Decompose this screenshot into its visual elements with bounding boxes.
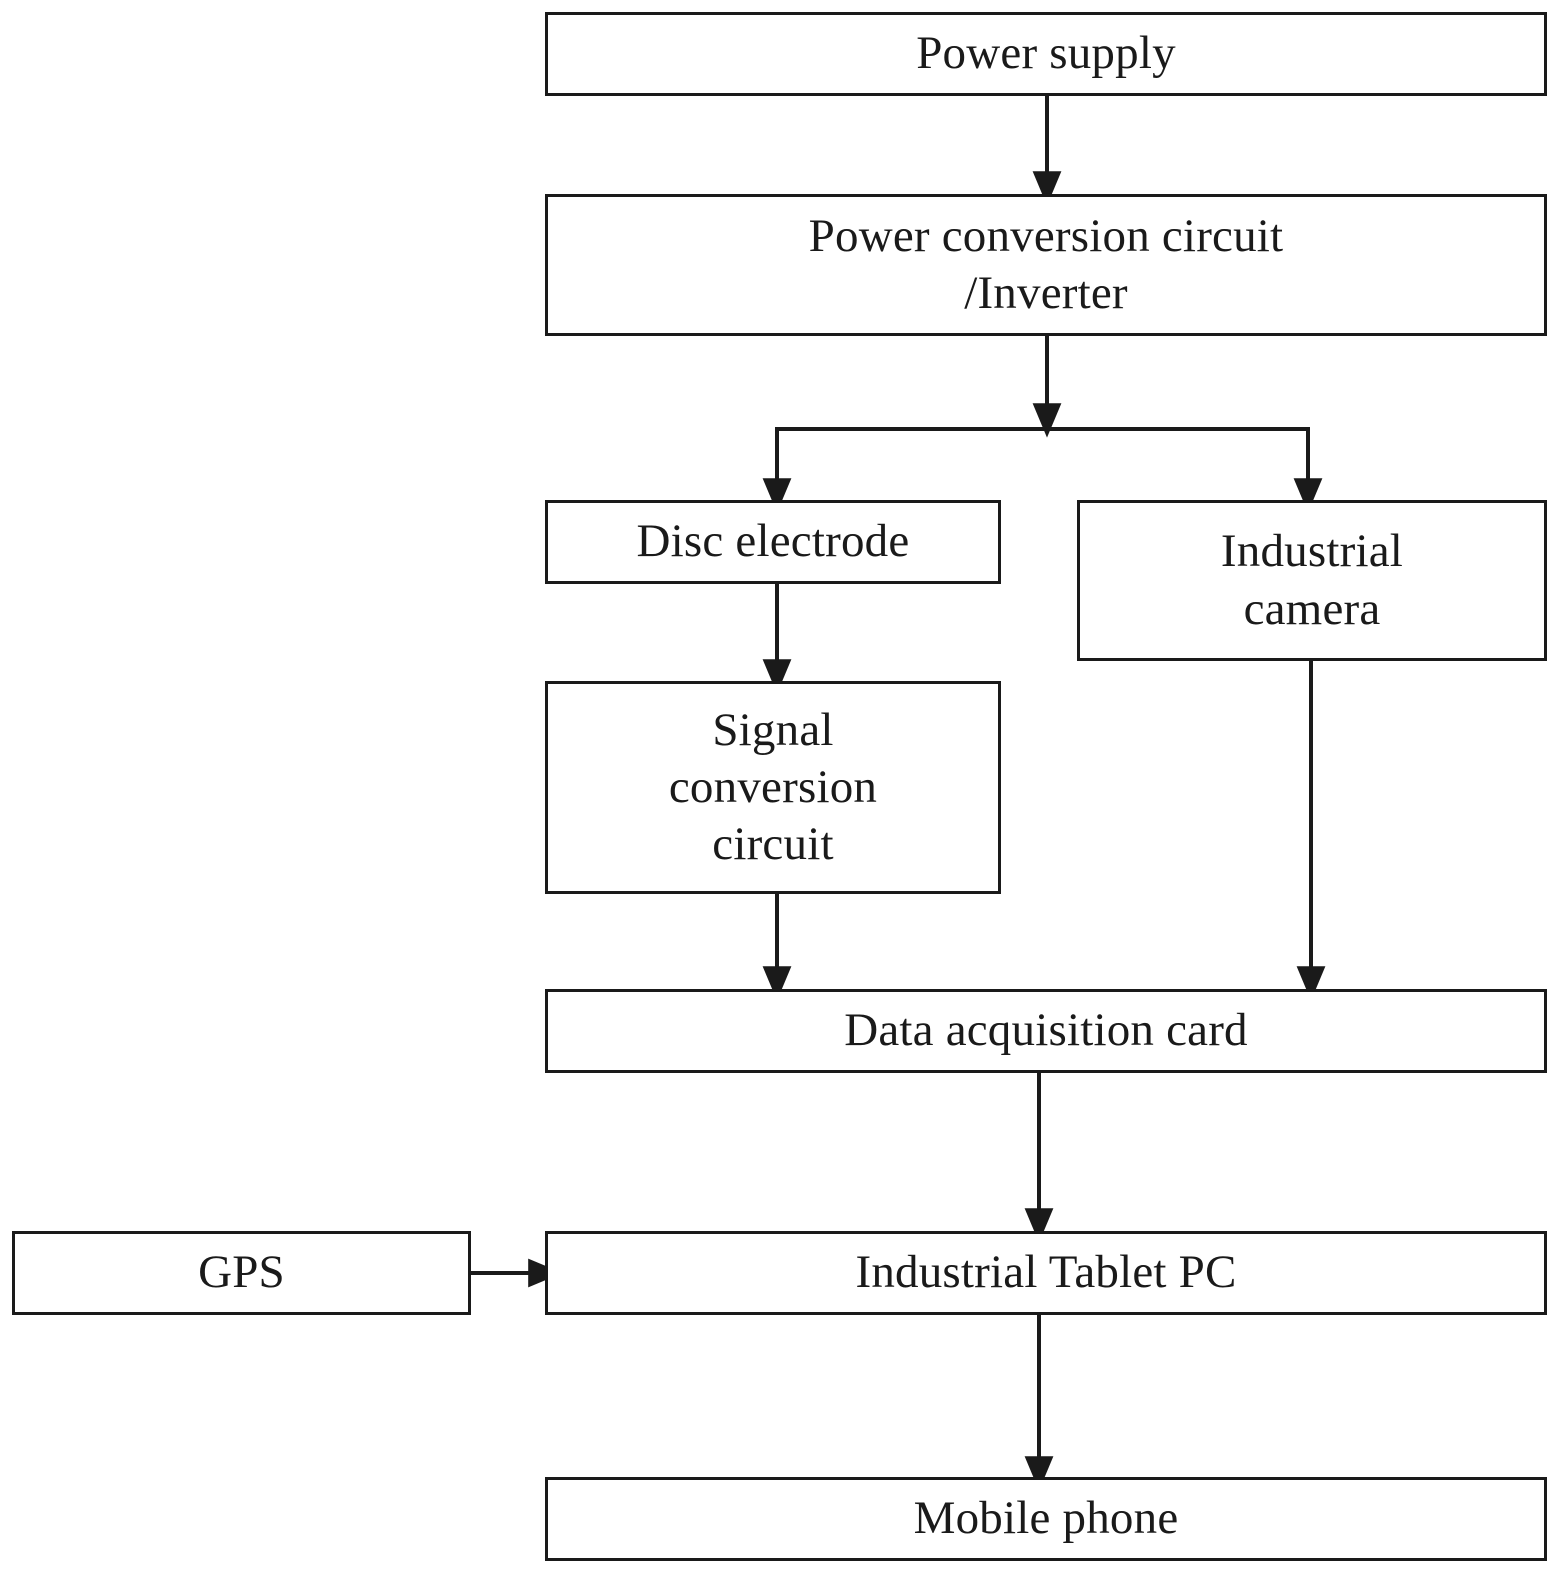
node-gps-label: GPS [198,1246,285,1299]
node-power-supply-label: Power supply [916,27,1176,80]
node-mobile-phone-label: Mobile phone [913,1492,1179,1545]
node-industrial-camera-label: Industrial camera [1220,525,1404,635]
node-industrial-tablet-pc[interactable]: Industrial Tablet PC [545,1231,1547,1315]
node-power-conversion-circuit-label: Power conversion circuit /Inverter [808,209,1284,319]
node-data-acquisition-card-label: Data acquisition card [844,1004,1248,1057]
node-signal-conversion-circuit-label: Signal conversion circuit [668,703,878,871]
node-industrial-camera[interactable]: Industrial camera [1077,500,1547,661]
node-industrial-tablet-pc-label: Industrial Tablet PC [855,1246,1237,1299]
node-signal-conversion-circuit[interactable]: Signal conversion circuit [545,681,1001,894]
node-disc-electrode-label: Disc electrode [636,515,910,568]
node-data-acquisition-card[interactable]: Data acquisition card [545,989,1547,1073]
node-power-conversion-circuit[interactable]: Power conversion circuit /Inverter [545,194,1547,336]
node-gps[interactable]: GPS [12,1231,471,1315]
node-power-supply[interactable]: Power supply [545,12,1547,96]
node-disc-electrode[interactable]: Disc electrode [545,500,1001,584]
node-mobile-phone[interactable]: Mobile phone [545,1477,1547,1561]
